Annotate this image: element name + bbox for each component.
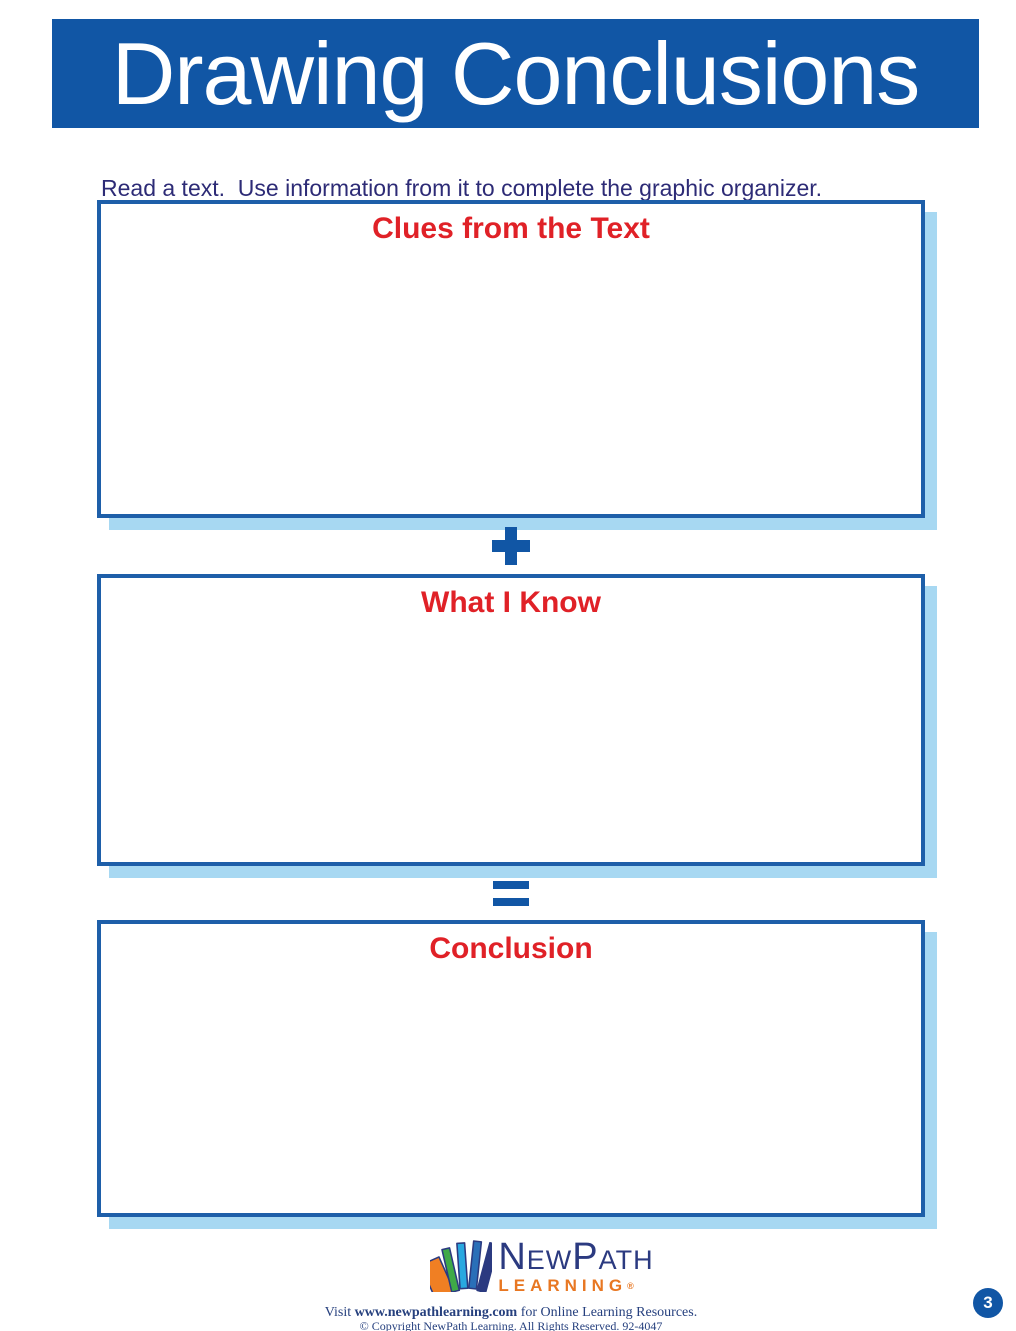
page-title: Drawing Conclusions	[111, 23, 921, 123]
footer-url: www.newpathlearning.com	[354, 1305, 518, 1320]
logo-name-text: NewPath	[498, 1235, 654, 1278]
newpath-learning-logo: NewPath LEARNING®	[34, 1234, 1016, 1304]
clues-box-title: Clues from the Text	[372, 212, 650, 245]
registered-mark: ®	[627, 1280, 634, 1291]
plus-icon	[492, 527, 530, 565]
conclusion-box-title: Conclusion	[429, 932, 593, 965]
equals-icon	[493, 880, 529, 906]
title-banner: Drawing Conclusions	[52, 19, 979, 128]
conclusion-box: Conclusion	[97, 920, 925, 1217]
what-i-know-box-title: What I Know	[421, 586, 601, 619]
page-number-badge: 3	[973, 1288, 1003, 1318]
what-i-know-box: What I Know	[97, 574, 925, 866]
books-icon	[420, 1234, 500, 1304]
clues-from-text-box: Clues from the Text	[97, 200, 925, 518]
operator-row-equals	[97, 866, 925, 920]
footer-copyright-line: © Copyright NewPath Learning. All Rights…	[359, 1319, 663, 1331]
instruction-text: Read a text. Use information from it to …	[101, 175, 823, 201]
operator-row-plus	[97, 518, 925, 574]
footer-visit-line: Visit www.newpathlearning.com for Online…	[324, 1305, 698, 1320]
logo-sub-text: LEARNING®	[498, 1275, 634, 1295]
